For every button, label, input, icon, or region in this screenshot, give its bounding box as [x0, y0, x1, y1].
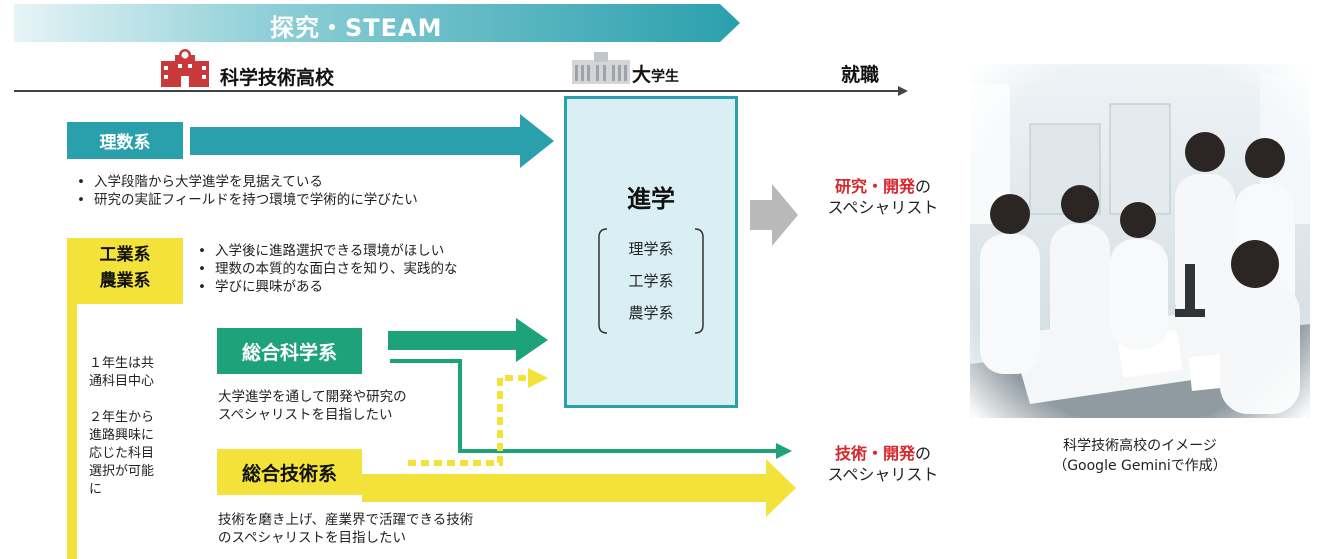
general-tech-arrow: [362, 459, 796, 517]
industry-agri-box: 工業系 農業系: [67, 238, 183, 304]
tech-highlight: 技術・開発: [834, 444, 915, 463]
school-label: 科学技術高校: [220, 67, 335, 89]
banner-shape: [14, 4, 740, 42]
university-building-icon: [572, 52, 630, 84]
research-outcome: 研究・開発の スペシャリスト: [827, 177, 939, 217]
steam-banner: 探究・STEAM: [14, 4, 740, 42]
study-box: 進学 理学系 工学系 農学系: [564, 96, 738, 408]
side-note-line: １年生は共: [89, 356, 155, 371]
agri-label: 農業系: [99, 271, 151, 291]
science-bullet: 研究の実証フィールドを持つ環境で学術的に学びたい: [74, 191, 418, 209]
general-tech-dotted-head: [528, 368, 548, 388]
photo-caption: 科学技術高校のイメージ （Google Geminiで作成）: [1053, 438, 1227, 474]
side-note-line: 通科目中心: [89, 374, 155, 389]
tech-outcome: 技術・開発の スペシャリスト: [827, 444, 939, 484]
timeline-axis: [14, 86, 908, 96]
study-fields: 理学系 工学系 農学系: [595, 225, 707, 337]
university-label: 大学生: [632, 60, 679, 87]
banner-title: 探究・STEAM: [270, 14, 443, 42]
general-tech-dotted-path: [408, 375, 528, 466]
side-note-line: に: [89, 482, 103, 497]
university-label-small: 学生: [651, 69, 680, 85]
general-science-branch-line: [390, 359, 778, 453]
side-note-line: ２年生から: [89, 410, 155, 425]
study-fields-brackets: [598, 228, 704, 334]
study-field: 理学系: [628, 240, 674, 258]
employment-label: 就職: [841, 64, 880, 86]
lab-photo-illustration: [970, 64, 1310, 418]
science-bullet: 入学段階から大学進学を見据えている: [74, 173, 418, 191]
industry-bullet-cont: 学びに興味がある: [195, 278, 457, 296]
yellow-vertical-bar: [67, 300, 77, 559]
science-arrow: [190, 114, 554, 168]
study-title: 進学: [627, 185, 675, 213]
general-science-arrow: [388, 318, 548, 362]
side-note-line: 進路興味に: [89, 428, 155, 443]
industry-bullet: 入学後に進路選択できる環境がほしい: [195, 242, 457, 260]
general-science-desc: 大学進学を通して開発や研究の スペシャリストを目指したい: [218, 389, 407, 423]
study-field: 工学系: [628, 272, 674, 290]
science-course-label: 理数系: [99, 133, 151, 153]
school-building-icon: [161, 47, 209, 87]
flow-arrows: [362, 184, 798, 517]
study-field: 農学系: [628, 304, 674, 322]
general-tech-desc: 技術を磨き上げ、産業界で活躍できる技術 のスペシャリストを目指したい: [218, 512, 474, 546]
general-tech-box: 総合技術系: [217, 449, 362, 495]
general-tech-label: 総合技術系: [241, 462, 337, 485]
industry-bullets: 入学後に進路選択できる環境がほしい 理数の本質的な面白さを知り、実践的な 学びに…: [195, 242, 457, 296]
industry-bullet: 理数の本質的な面白さを知り、実践的な: [195, 260, 457, 278]
industry-label: 工業系: [99, 245, 151, 265]
general-science-label: 総合科学系: [241, 341, 337, 364]
university-label-big: 大: [632, 64, 652, 86]
lab-photo: [970, 64, 1310, 418]
general-science-box: 総合科学系: [217, 328, 362, 374]
science-bullets: 入学段階から大学進学を見据えている 研究の実証フィールドを持つ環境で学術的に学び…: [74, 173, 418, 209]
general-science-branch-head: [776, 443, 792, 459]
study-to-research-arrow: [750, 184, 798, 246]
side-note: １年生は共 通科目中心 ２年生から 進路興味に 応じた科目 選択が可能 に: [89, 355, 154, 499]
side-note-line: 選択が可能: [89, 464, 155, 479]
side-note-line: 応じた科目: [89, 446, 155, 461]
research-highlight: 研究・開発: [834, 177, 915, 196]
science-course-box: 理数系: [67, 122, 183, 159]
